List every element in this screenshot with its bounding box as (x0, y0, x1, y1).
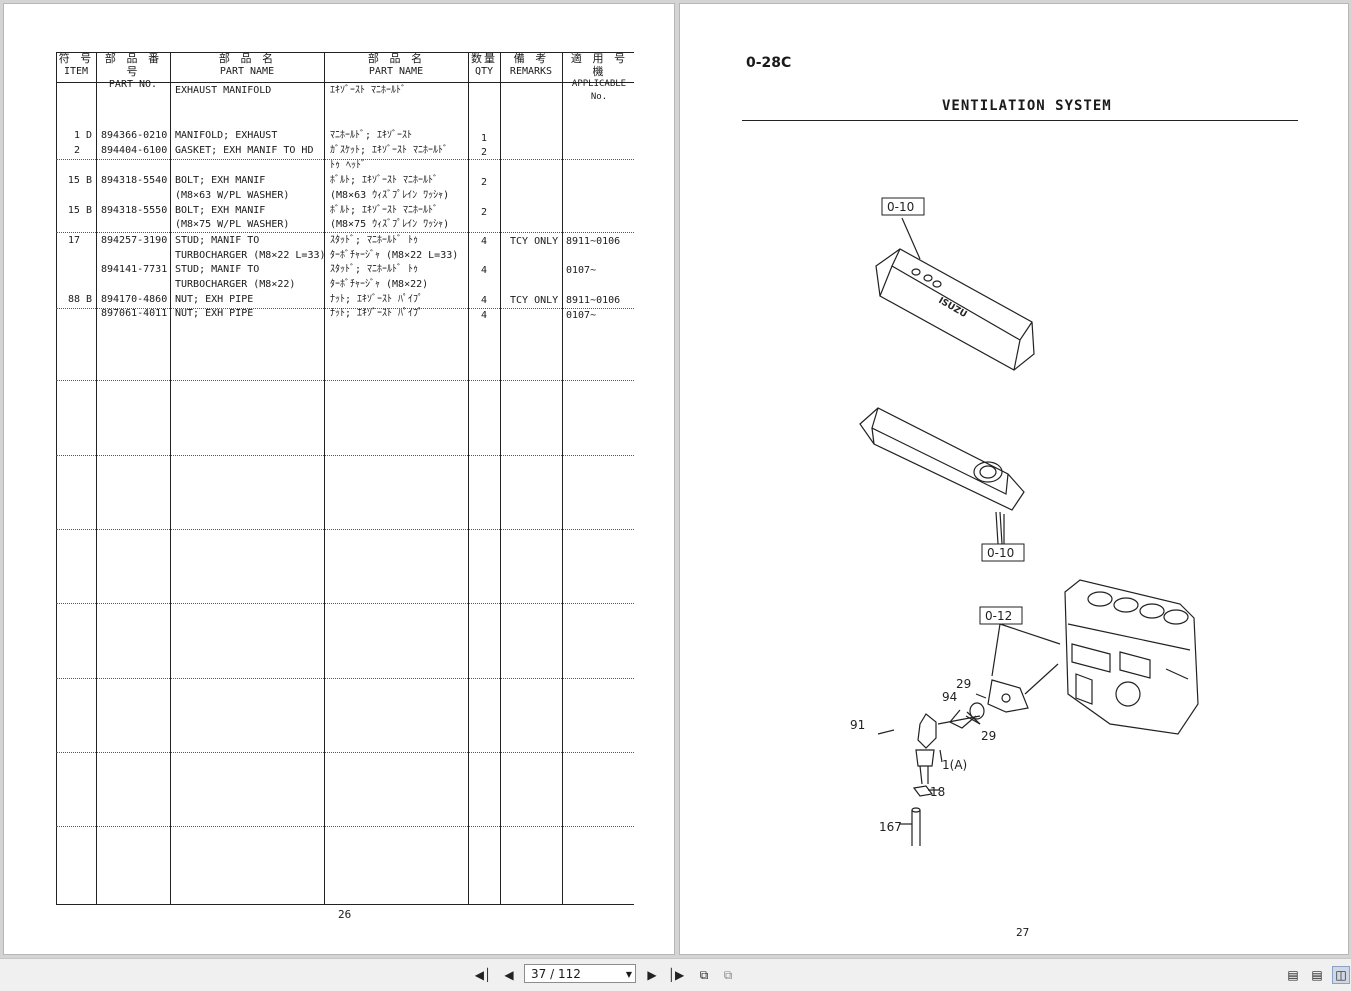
continuous-view-icon[interactable]: ▤ (1311, 968, 1323, 982)
go-forward-icon[interactable]: ⧉ (723, 968, 733, 982)
part-label: 167 (879, 820, 902, 834)
part-label: 29 (956, 677, 971, 691)
section-title: VENTILATION SYSTEM (942, 98, 1112, 114)
last-page-icon[interactable]: │▶ (667, 968, 685, 982)
page-selector[interactable]: 37 / 112 ▼ (524, 964, 636, 983)
svg-text:0-12: 0-12 (985, 609, 1012, 623)
callout-0-10-bottom: 0-10 (981, 543, 1025, 562)
part-label: 94 (942, 690, 957, 704)
rocker-cover-bottom (859, 407, 1025, 545)
rocker-cover-top (875, 248, 1035, 371)
part-label: 18 (930, 785, 945, 799)
chevron-down-icon: ▼ (625, 970, 632, 979)
page-number: 27 (1016, 926, 1030, 939)
two-page-view-icon[interactable]: ◫ (1332, 966, 1350, 984)
callout-0-10-top: 0-10 (881, 197, 925, 216)
right-page: 0-28C VENTILATION SYSTEM (680, 4, 1348, 954)
exploded-diagram: ISUZU 0-10 0-10 0-12 29 94 29 91 1(A) 18… (850, 197, 1199, 846)
page-number: 26 (338, 908, 352, 921)
previous-page-icon[interactable]: ◀ (504, 968, 514, 982)
callout-0-12: 0-12 (979, 606, 1023, 625)
pdf-toolbar: ◀│ ◀ 37 / 112 ▼ ▶ │▶ ⧉ ⧉ ▤ ▤ ◫ (0, 958, 1351, 991)
part-label: 29 (981, 729, 996, 743)
part-label: 91 (850, 718, 865, 732)
engine-brand-label: ISUZU (937, 296, 969, 320)
page-indicator: 37 / 112 (531, 967, 581, 981)
svg-text:0-10: 0-10 (987, 546, 1014, 560)
part-label: 1(A) (942, 758, 967, 772)
engine-block (1064, 579, 1199, 735)
section-code: 0-28C (746, 55, 792, 71)
next-page-icon[interactable]: ▶ (647, 968, 657, 982)
first-page-icon[interactable]: ◀│ (474, 968, 492, 982)
svg-text:0-10: 0-10 (887, 200, 914, 214)
single-page-view-icon[interactable]: ▤ (1287, 968, 1299, 982)
go-back-icon[interactable]: ⧉ (699, 968, 709, 982)
